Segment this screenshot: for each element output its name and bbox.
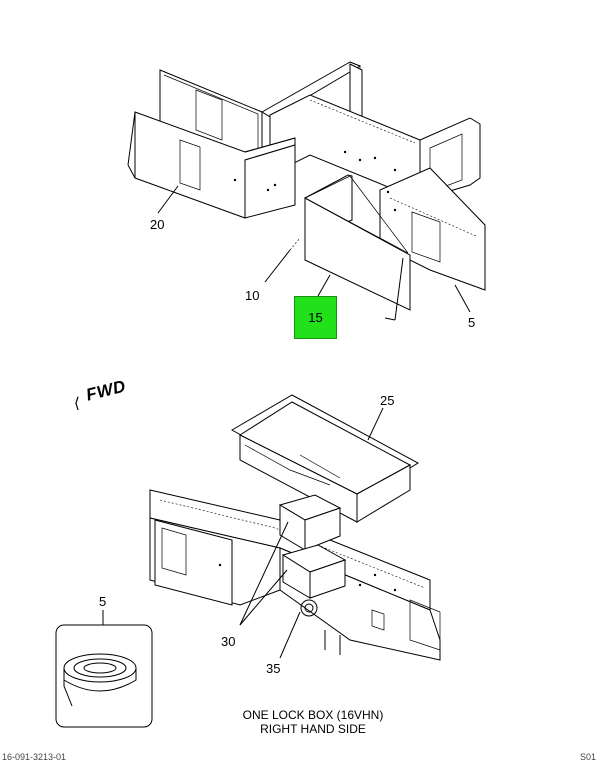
callout-20: 20: [150, 217, 164, 232]
bottom-assembly: [149, 394, 441, 661]
caption-line-1: ONE LOCK BOX (16VHN): [242, 708, 384, 722]
callout-15: 15: [308, 310, 323, 325]
sheet-number: S01: [580, 752, 597, 762]
callout-10: 10: [245, 288, 259, 303]
diagram-caption: ONE LOCK BOX (16VHN) RIGHT HAND SIDE: [213, 708, 413, 736]
callout-25: 25: [380, 393, 394, 408]
fwd-arrow-icon: ⟨: [74, 395, 80, 412]
callout-5-top: 5: [468, 315, 475, 330]
callout-35: 35: [266, 661, 280, 676]
detail-box: [55, 610, 153, 728]
callout-30: 30: [221, 634, 235, 649]
caption-line-2: RIGHT HAND SIDE: [260, 722, 366, 736]
drawing-number: 16-091-3213-01: [2, 752, 67, 762]
top-assembly: [127, 61, 486, 321]
callout-5-detail: 5: [99, 594, 106, 609]
callout-15-highlight[interactable]: 15: [294, 296, 337, 339]
